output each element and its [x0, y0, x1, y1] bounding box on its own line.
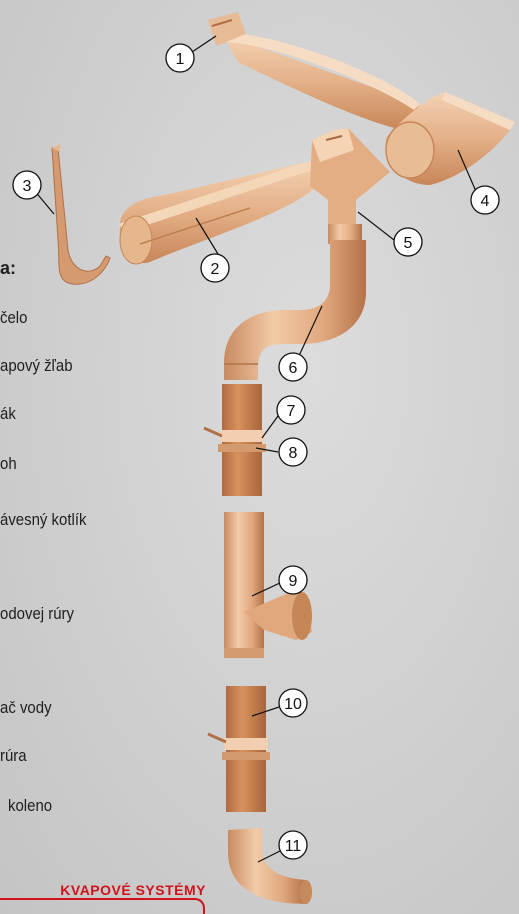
- callout-4: 4: [471, 186, 499, 214]
- legend-item-1: čelo: [0, 308, 27, 328]
- legend-item-4: oh: [0, 454, 17, 474]
- legend-title: a:: [0, 258, 16, 279]
- svg-text:2: 2: [211, 261, 220, 278]
- legend-item-6: odovej rúry: [0, 604, 74, 624]
- gutter-top: [208, 12, 420, 130]
- svg-text:6: 6: [289, 360, 298, 377]
- callout-6: 6: [279, 353, 307, 381]
- brand-label: KVAPOVÉ SYSTÉMY: [0, 882, 206, 898]
- gutter-outlet: [310, 128, 390, 244]
- svg-text:11: 11: [285, 838, 302, 855]
- legend-item-5: ávesný kotlík: [0, 510, 86, 530]
- callout-2: 2: [201, 254, 229, 282]
- gutter-hanger: [52, 144, 110, 284]
- svg-text:9: 9: [289, 573, 298, 590]
- callout-9: 9: [279, 566, 307, 594]
- callout-3: 3: [13, 171, 41, 199]
- callout-7: 7: [277, 396, 305, 424]
- legend-item-3: ák: [0, 404, 16, 424]
- svg-text:3: 3: [23, 178, 32, 195]
- svg-text:10: 10: [284, 696, 302, 713]
- callout-8: 8: [279, 438, 307, 466]
- callout-1: 1: [166, 44, 194, 72]
- legend-item-2: apový žľab: [0, 356, 73, 376]
- svg-text:1: 1: [176, 51, 185, 68]
- gutter-middle: [118, 160, 320, 264]
- callout-10: 10: [279, 689, 307, 717]
- svg-text:8: 8: [289, 445, 298, 462]
- brand-bar: [0, 898, 205, 914]
- callout-5: 5: [394, 228, 422, 256]
- legend-item-7: ač vody: [0, 698, 52, 718]
- svg-text:5: 5: [404, 235, 413, 252]
- pipe-segment-upper: [204, 384, 266, 496]
- legend-item-9: koleno: [8, 796, 52, 816]
- svg-text:4: 4: [481, 193, 490, 210]
- legend-item-8: rúra: [0, 746, 27, 766]
- svg-text:7: 7: [287, 403, 296, 420]
- pipe-segment-lower: [208, 686, 270, 812]
- callout-11: 11: [279, 831, 307, 859]
